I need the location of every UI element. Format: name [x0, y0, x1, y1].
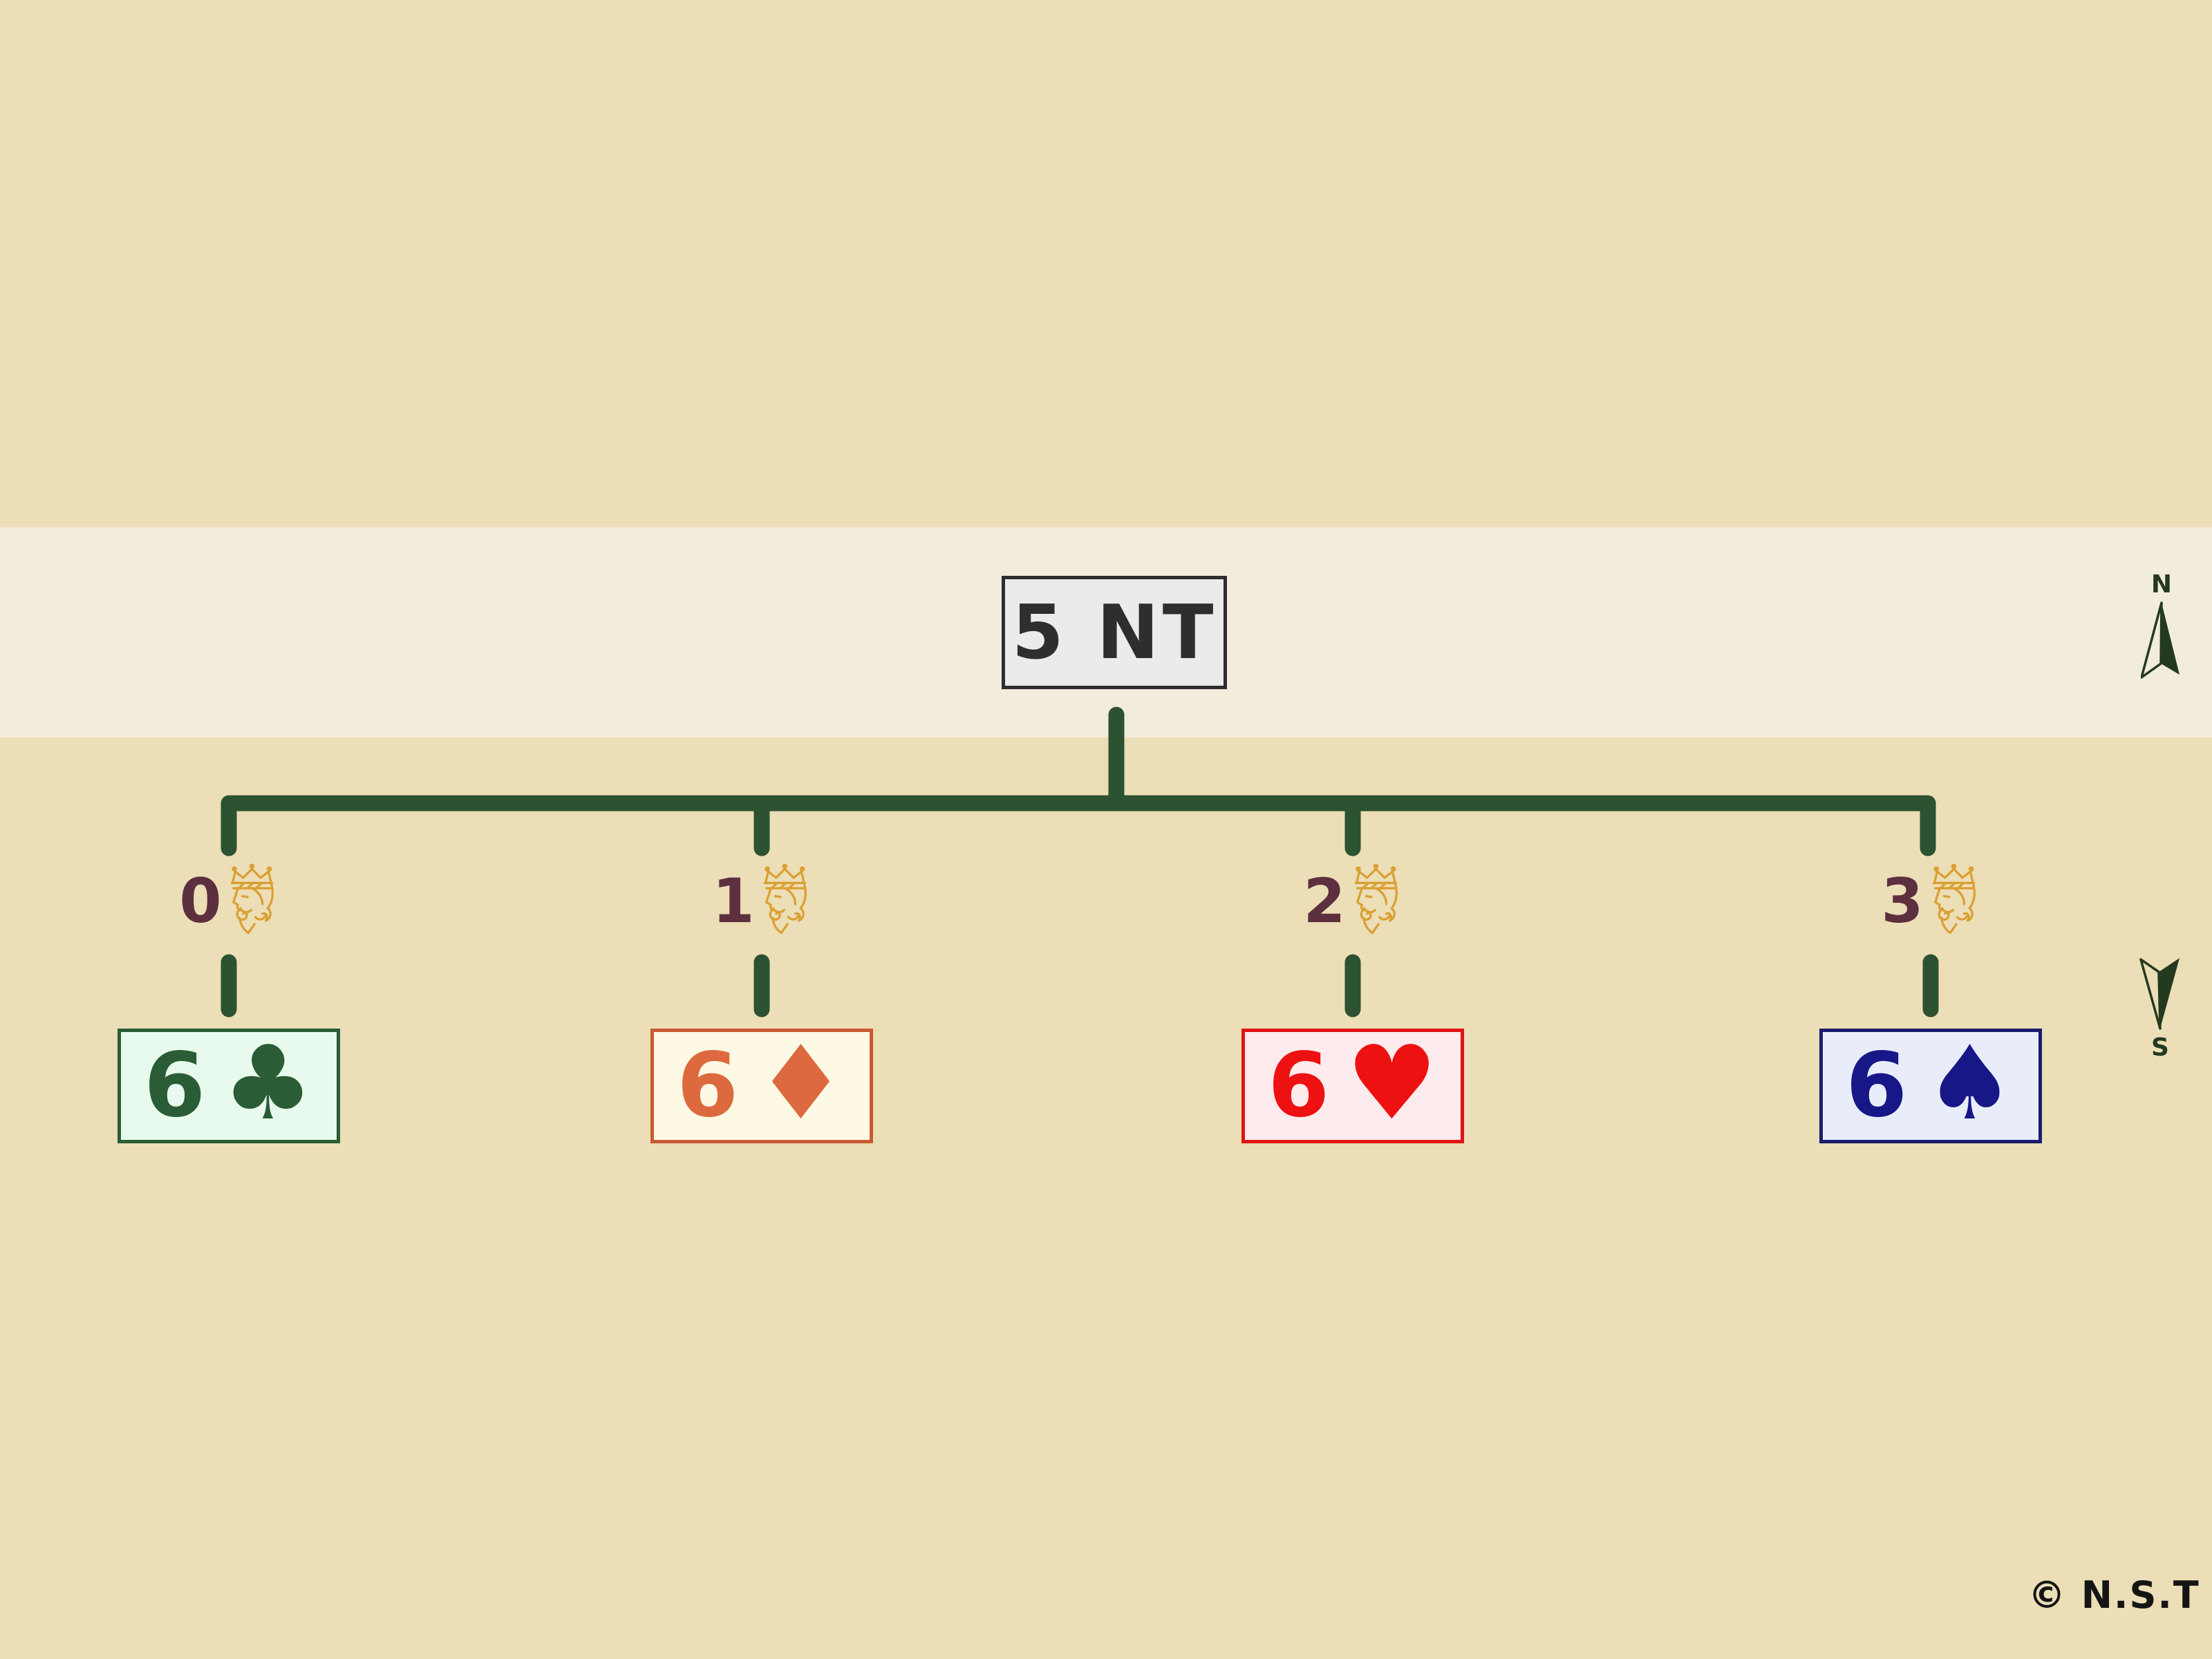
spade-suit-icon: ♠ — [1924, 1024, 2016, 1143]
bid-level: 6 — [1846, 1034, 1908, 1137]
king-icon — [1350, 863, 1403, 940]
king-icon — [1928, 863, 1980, 940]
north-arrow-icon — [2141, 601, 2180, 679]
branch-label-3-kings: 3 — [1881, 863, 1980, 940]
kings-count: 1 — [712, 865, 755, 937]
diamond-suit-icon: ♦ — [755, 1024, 847, 1143]
credit-text: © N.S.T — [2028, 1573, 2200, 1617]
branch-label-0-kings: 0 — [179, 863, 278, 940]
bid-level: 6 — [1268, 1034, 1330, 1137]
compass-south-label: S — [2151, 1033, 2169, 1062]
bid-card-6-diamonds: 6 ♦ — [650, 1029, 873, 1143]
root-bid-label: 5 NT — [1011, 589, 1217, 676]
bid-level: 6 — [677, 1034, 739, 1137]
compass-north-label: N — [2150, 570, 2173, 599]
kings-count: 2 — [1303, 865, 1346, 937]
branch-label-2-kings: 2 — [1303, 863, 1402, 940]
heart-suit-icon: ♥ — [1346, 1024, 1438, 1143]
south-arrow-icon — [2139, 958, 2180, 1030]
bid-card-6-hearts: 6 ♥ — [1241, 1029, 1464, 1143]
compass-north: N — [2137, 572, 2186, 680]
bid-card-6-spades: 6 ♠ — [1819, 1029, 2042, 1143]
bid-card-6-clubs: 6 ♣ — [118, 1029, 340, 1143]
branch-label-1-king: 1 — [712, 863, 811, 940]
compass-south: S — [2136, 957, 2184, 1060]
king-icon — [226, 863, 279, 940]
root-bid-box: 5 NT — [1002, 576, 1227, 689]
bid-level: 6 — [144, 1034, 206, 1137]
kings-count: 3 — [1881, 865, 1924, 937]
club-suit-icon: ♣ — [222, 1024, 314, 1143]
king-icon — [759, 863, 812, 940]
kings-count: 0 — [179, 865, 222, 937]
